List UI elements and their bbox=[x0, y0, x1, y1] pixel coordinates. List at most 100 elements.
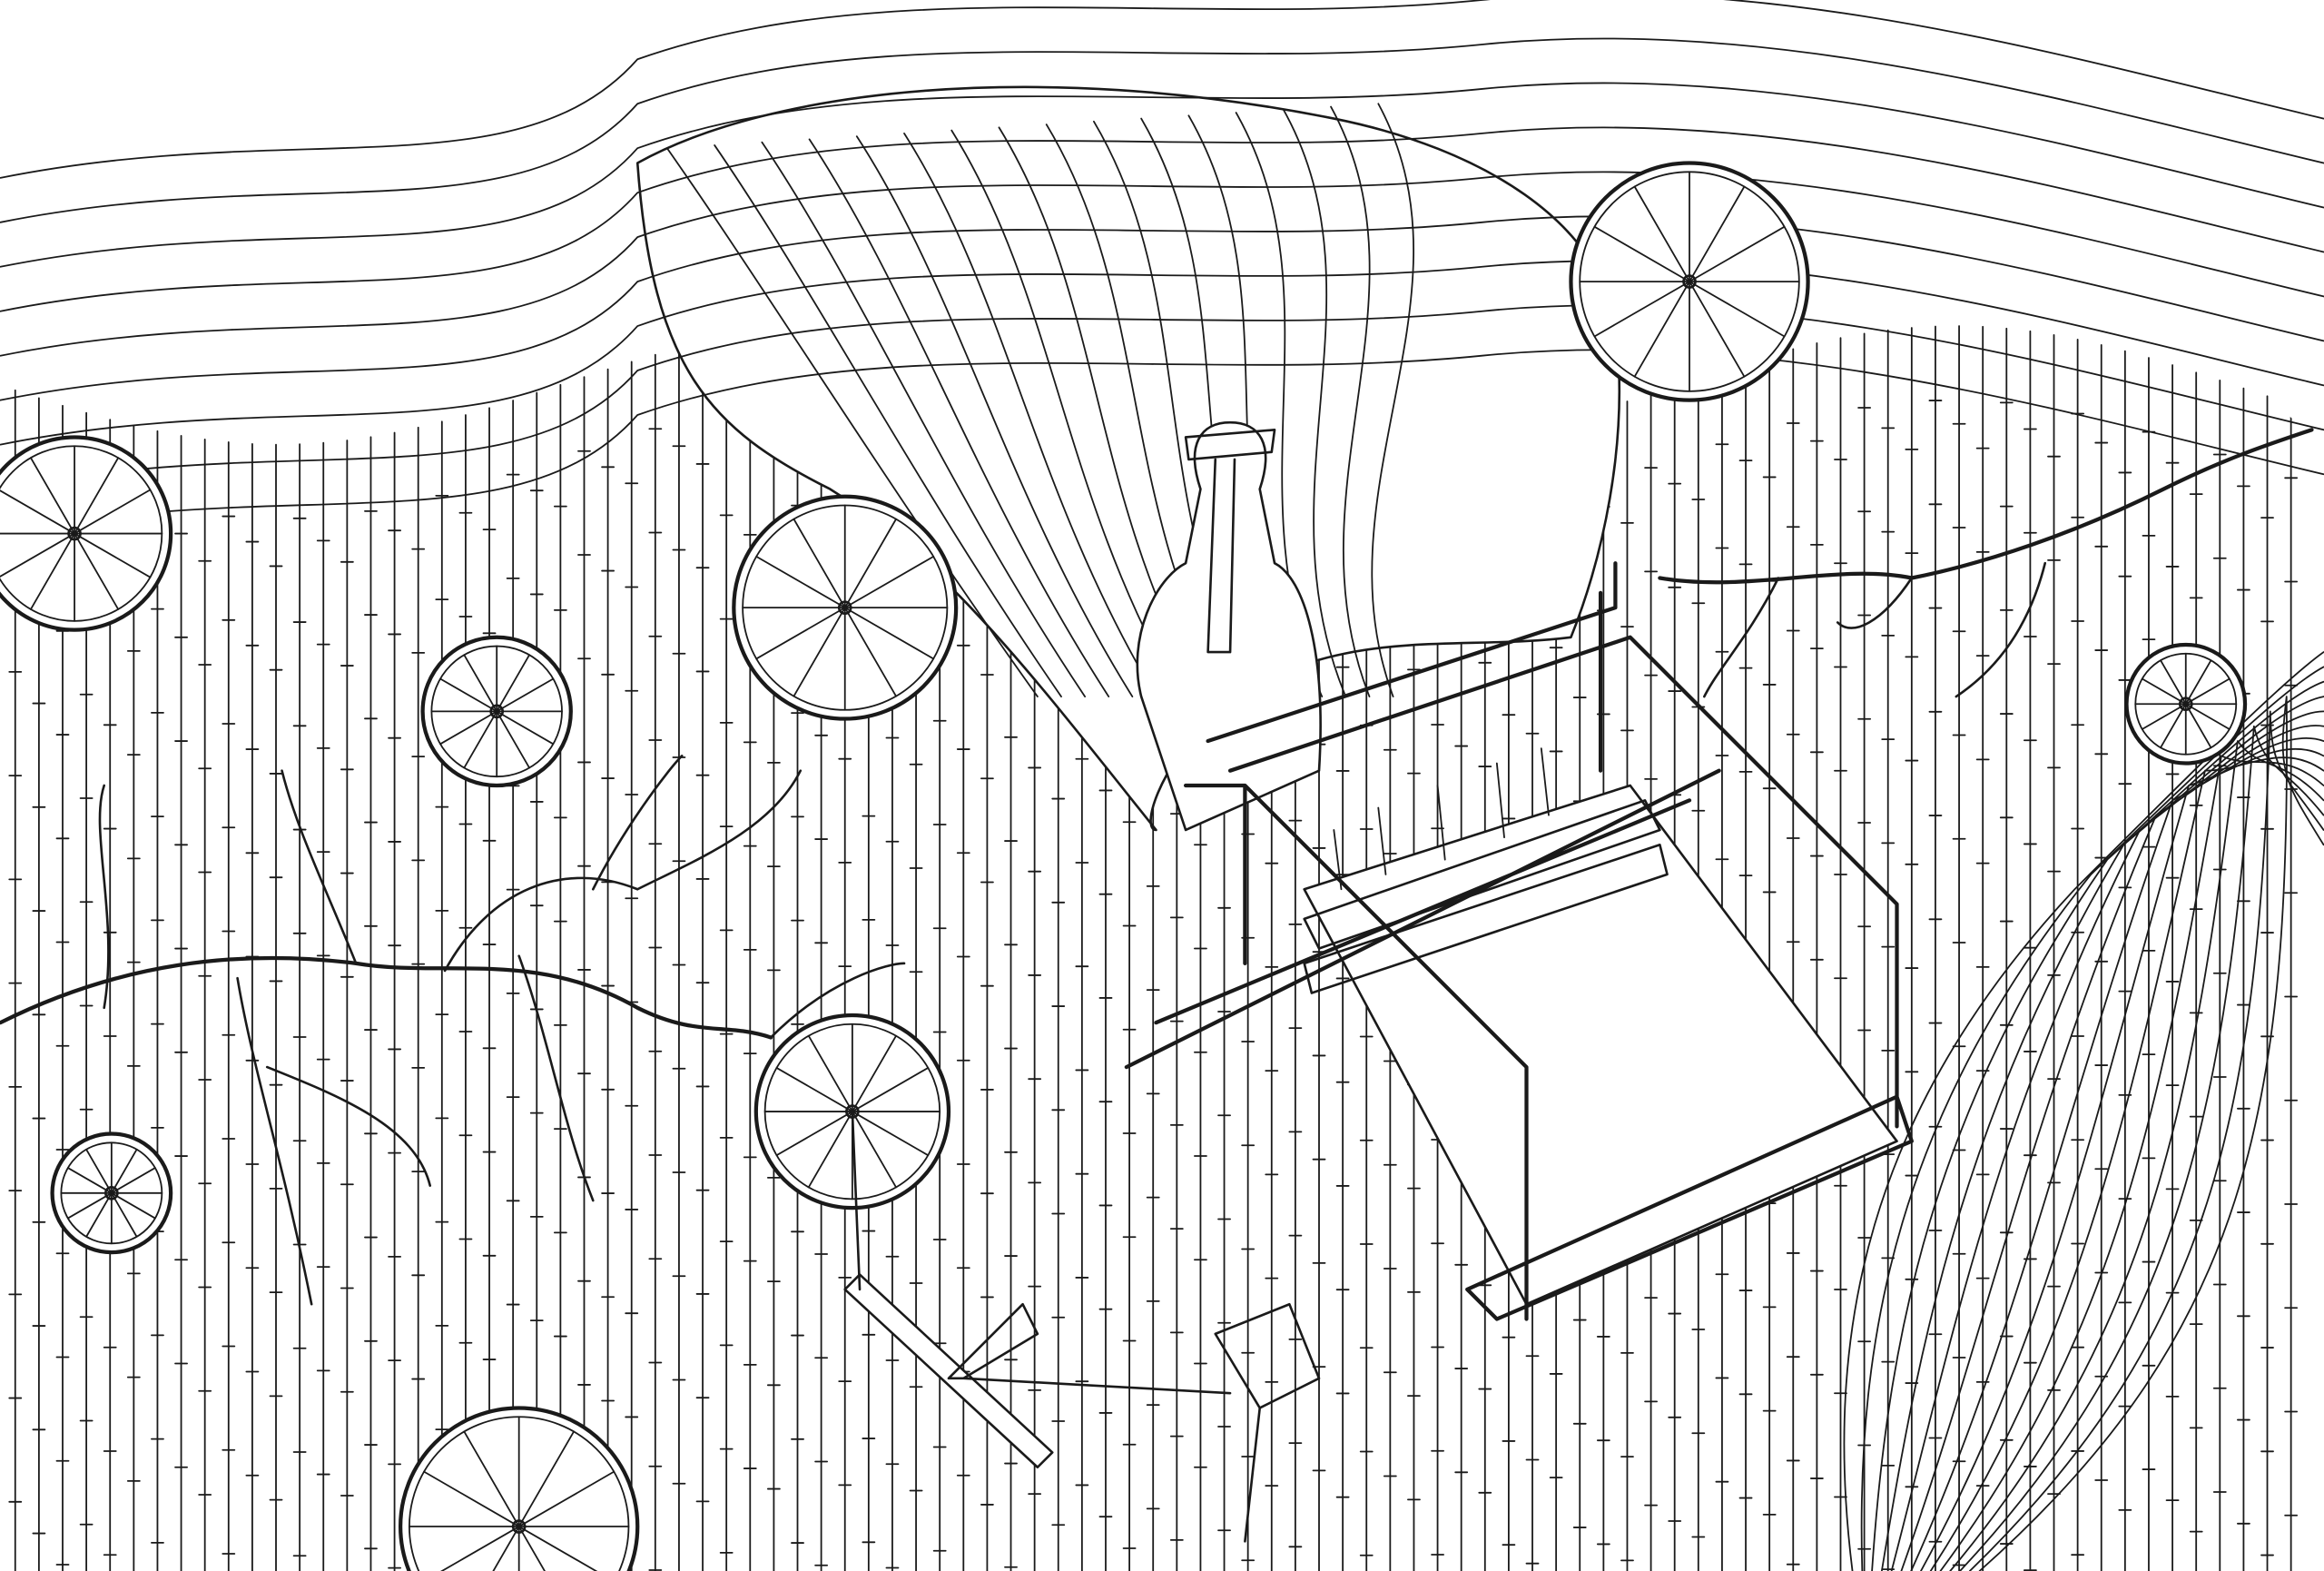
wheel-spoke bbox=[843, 607, 935, 660]
sky-fill bbox=[0, 0, 2324, 445]
bamboo-stalk bbox=[198, 439, 212, 1571]
wheel-spoke bbox=[843, 555, 935, 609]
weaver-figure bbox=[1136, 420, 1322, 832]
wheel bbox=[50, 1131, 173, 1255]
wheel-spoke bbox=[74, 532, 152, 578]
wheel-spoke bbox=[2160, 659, 2187, 706]
bamboo-stalk bbox=[2094, 343, 2109, 1571]
wheel-spoke bbox=[1633, 185, 1690, 282]
bamboo-stalk bbox=[1905, 327, 1919, 1571]
wheel-spoke bbox=[30, 532, 75, 610]
wheel-spoke bbox=[1689, 225, 1786, 282]
wheel-spoke bbox=[440, 1526, 520, 1571]
wheel-spoke bbox=[74, 489, 152, 535]
bamboo-stalk bbox=[151, 430, 164, 1571]
bamboo-stalk bbox=[577, 376, 591, 1571]
wheel-spoke bbox=[807, 1111, 853, 1189]
bamboo-stalk bbox=[435, 420, 449, 1571]
wheel-spoke bbox=[110, 1148, 138, 1194]
wave-line bbox=[0, 82, 2324, 268]
wheel-spoke bbox=[2184, 659, 2212, 706]
wheel-spoke bbox=[517, 1526, 546, 1571]
wheel-spoke bbox=[85, 1148, 113, 1194]
wheel-spoke bbox=[807, 1034, 853, 1112]
bamboo-stalk bbox=[601, 368, 615, 1571]
bamboo-stalk bbox=[2142, 357, 2156, 1571]
wheel-spoke bbox=[496, 710, 531, 769]
wheel-spoke bbox=[793, 607, 846, 697]
wheel-spoke bbox=[30, 457, 75, 535]
bamboo-stalk bbox=[1834, 337, 1847, 1571]
loom bbox=[1124, 561, 1914, 1321]
wheel-spoke bbox=[2160, 703, 2187, 749]
wheel-spoke bbox=[755, 555, 846, 609]
wave-line bbox=[0, 171, 2324, 357]
river-line bbox=[1871, 680, 2324, 1571]
river-line bbox=[1920, 747, 2324, 1571]
wheel bbox=[1569, 161, 1810, 402]
bamboo-stalk bbox=[695, 341, 710, 1571]
wheel-spoke bbox=[843, 607, 897, 697]
wave-line bbox=[0, 260, 2324, 446]
wheel-spoke bbox=[110, 1191, 156, 1220]
wheel-spoke bbox=[1593, 225, 1690, 282]
river-line bbox=[1910, 736, 2324, 1571]
wheel-spoke bbox=[851, 1111, 930, 1157]
cloth-stripe bbox=[950, 129, 1181, 697]
cloth-stripe bbox=[665, 147, 1039, 697]
cloth-stripe bbox=[903, 132, 1157, 697]
wheel-spoke bbox=[85, 1191, 113, 1238]
bamboo-stalk bbox=[2165, 364, 2180, 1571]
wheel-spoke bbox=[2184, 703, 2212, 749]
wheel-spoke bbox=[439, 710, 498, 746]
wave-line bbox=[0, 37, 2324, 223]
wheel-spoke bbox=[517, 1470, 615, 1527]
wave-line bbox=[0, 0, 2324, 179]
wave-line bbox=[0, 126, 2324, 312]
wheel bbox=[0, 435, 173, 632]
wave-line bbox=[0, 349, 2324, 535]
cloth-stripe bbox=[808, 138, 1110, 697]
river-line bbox=[1860, 666, 2324, 1571]
bamboo-stalk bbox=[245, 442, 260, 1571]
bamboo-stalk bbox=[2023, 330, 2037, 1571]
bamboo-stalk bbox=[1881, 329, 1896, 1571]
river-line bbox=[1880, 696, 2324, 1571]
cloth-stripe bbox=[1282, 108, 1347, 697]
wheel-spoke bbox=[1593, 281, 1690, 338]
bamboo-stalk bbox=[2189, 371, 2203, 1571]
wheel-hub bbox=[489, 704, 505, 719]
bamboo-stalk bbox=[269, 443, 283, 1571]
striped-cloth bbox=[635, 85, 1620, 832]
wheel-spoke bbox=[793, 518, 846, 609]
bamboo-stalk bbox=[743, 332, 757, 1571]
cloth-stripe bbox=[1330, 105, 1371, 697]
bamboo-stalk bbox=[174, 434, 188, 1571]
river-line bbox=[1929, 756, 2324, 1571]
wheel-spoke bbox=[1633, 281, 1690, 378]
bamboo-stalk bbox=[1928, 325, 1943, 1571]
river-line bbox=[1900, 725, 2324, 1571]
wheel bbox=[420, 635, 573, 788]
wheel-spoke bbox=[110, 1191, 138, 1238]
wheel bbox=[2124, 642, 2248, 766]
bamboo-stalk bbox=[482, 407, 497, 1571]
bamboo-stalk bbox=[1952, 325, 1966, 1571]
wheel-spoke bbox=[2184, 703, 2230, 730]
bamboo-stalk bbox=[1857, 332, 1872, 1571]
wheel-spoke bbox=[66, 1167, 113, 1194]
wheel-spoke bbox=[496, 710, 555, 746]
wheel-spoke bbox=[1689, 281, 1786, 338]
blossom-branches bbox=[0, 428, 2314, 1306]
wheel-spoke bbox=[0, 532, 75, 578]
bamboo-stalk bbox=[1975, 325, 1990, 1571]
wheel-spoke bbox=[2184, 677, 2230, 706]
wheel-hub bbox=[511, 1519, 527, 1534]
wheel-hub bbox=[1682, 274, 1697, 289]
river-line bbox=[1978, 696, 2324, 1571]
wheel-spoke bbox=[517, 1430, 575, 1527]
bamboo-stalk bbox=[316, 441, 330, 1571]
wheel-spoke bbox=[110, 1167, 156, 1194]
cloth-stripe bbox=[1371, 103, 1414, 697]
